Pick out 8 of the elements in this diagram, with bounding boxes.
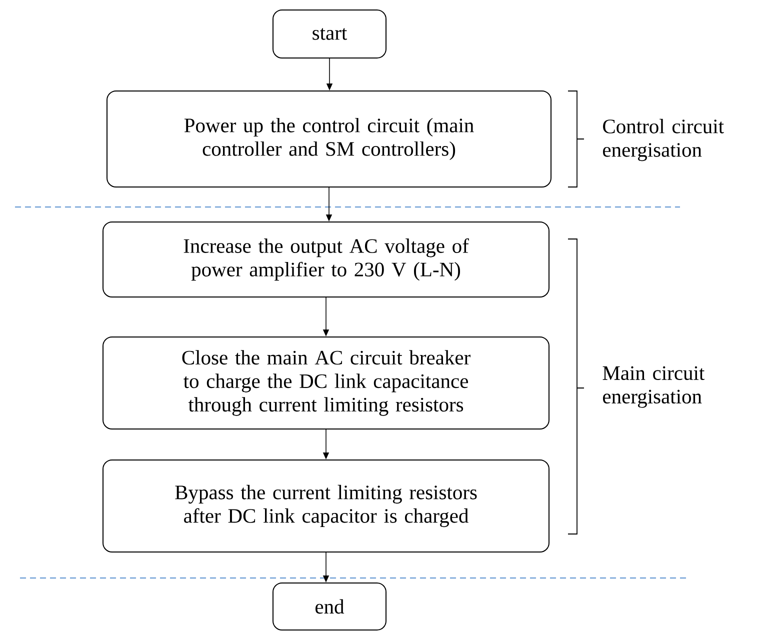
process-box: Increase the output AC voltage of power amplifier to 230 V (L-N) [102, 222, 550, 298]
process-box: Close the main AC circuit breaker to charge the DC link capacitance through current limiting resistors [102, 336, 550, 430]
process-box: Bypass the current limiting resistors after DC link capacitor is charged [102, 460, 550, 552]
bracket-label: Main circuit energisation [602, 366, 705, 408]
process-box: start [272, 10, 386, 58]
process-box: end [272, 582, 386, 630]
bracket-label: Control circuit energisation [603, 118, 724, 162]
process-box: Power up the control circuit (main controller and SM controllers) [106, 90, 552, 188]
